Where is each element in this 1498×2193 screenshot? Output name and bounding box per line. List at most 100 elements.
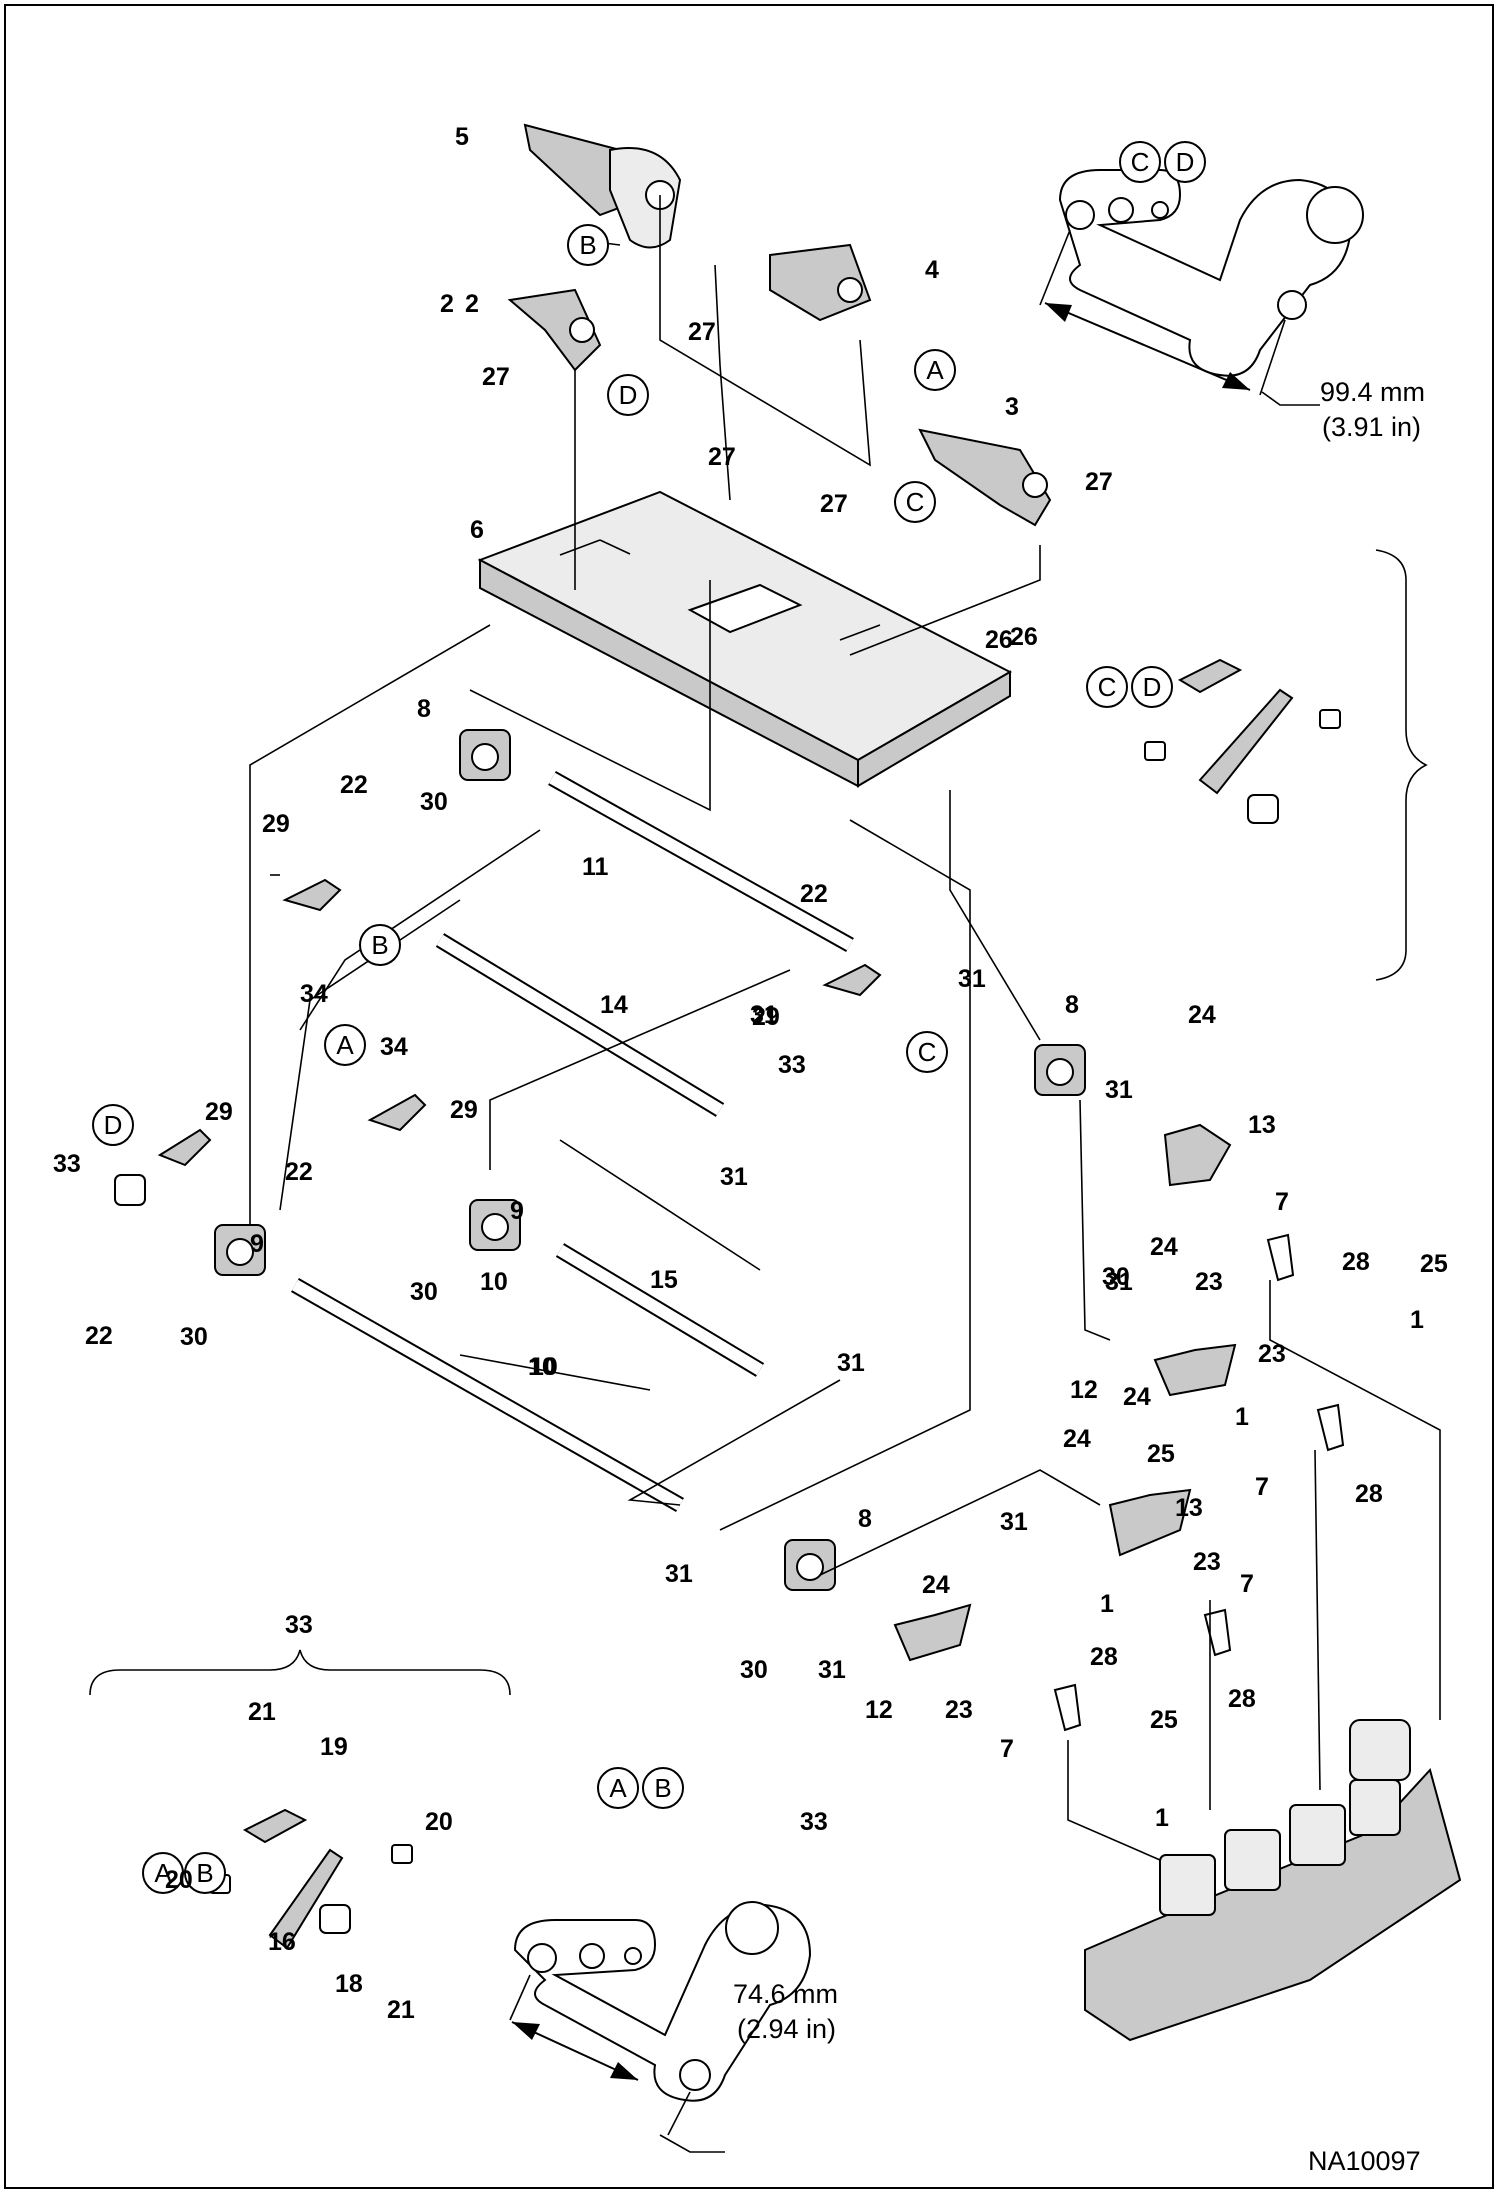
ref-circle-C xyxy=(894,481,936,523)
pedal-3 xyxy=(918,428,1052,527)
callout-27: 27 xyxy=(688,318,716,346)
detail-33-lever xyxy=(509,1901,812,2153)
callout-22: 22 xyxy=(285,1158,313,1186)
callout-29: 29 xyxy=(450,1096,478,1124)
callout-10: 10 xyxy=(530,1353,558,1381)
mounting-plate xyxy=(477,490,1013,788)
callout-22: 22 xyxy=(800,880,828,908)
callout-22: 22 xyxy=(340,771,368,799)
callout-24: 24 xyxy=(922,1571,950,1599)
callout-2: 2 xyxy=(440,290,454,318)
callout-27: 27 xyxy=(482,363,510,391)
callout-30: 30 xyxy=(180,1323,208,1351)
callout-25: 25 xyxy=(1150,1706,1178,1734)
pedal-2 xyxy=(507,288,602,372)
ref-letter-A: A xyxy=(154,1858,172,1888)
callout-21: 21 xyxy=(248,1698,276,1726)
callout-8: 8 xyxy=(858,1505,872,1533)
callout-4: 4 xyxy=(925,256,939,284)
ref-circle-A xyxy=(324,1024,366,1066)
ref-letter-D: D xyxy=(1176,147,1195,177)
ref-letter-B: B xyxy=(196,1858,213,1888)
ref-circle-C xyxy=(906,1031,948,1073)
callout-26: 26 xyxy=(1010,623,1038,651)
ref-circle-B xyxy=(642,1767,684,1809)
callout-33: 33 xyxy=(800,1808,828,1836)
callout-15: 15 xyxy=(650,1266,678,1294)
ref-letter-A: A xyxy=(926,355,944,385)
callout-10: 10 xyxy=(480,1268,508,1296)
ref-letter-C: C xyxy=(918,1037,937,1067)
pedal-4 xyxy=(769,243,872,322)
callout-9: 9 xyxy=(510,1197,524,1225)
callout-31: 31 xyxy=(750,1001,778,1029)
ref-circle-D xyxy=(607,374,649,416)
callout-20: 20 xyxy=(425,1808,453,1836)
callout-31: 31 xyxy=(720,1163,748,1191)
ref-circle-C xyxy=(1086,666,1128,708)
callout-9: 9 xyxy=(250,1230,264,1258)
callout-7: 7 xyxy=(1275,1188,1289,1216)
callout-2: 2 xyxy=(465,290,479,318)
callout-34: 34 xyxy=(380,1033,408,1061)
callout-28: 28 xyxy=(1355,1480,1383,1508)
callout-19: 19 xyxy=(320,1733,348,1761)
ref-letter-B: B xyxy=(654,1773,671,1803)
callout-1: 1 xyxy=(1155,1804,1169,1832)
callout-30: 30 xyxy=(1102,1263,1130,1291)
callout-7: 7 xyxy=(1255,1473,1269,1501)
ref-letter-D: D xyxy=(619,380,638,410)
callout-31: 31 xyxy=(958,965,986,993)
callout-labels: 5422727627262726232782230112934223129331… xyxy=(53,123,1448,2024)
callout-3: 3 xyxy=(1005,393,1019,421)
dimension-33-imperial: (2.94 in) xyxy=(737,2014,836,2044)
diagram-id: NA10097 xyxy=(1308,2146,1421,2176)
ref-letter-D: D xyxy=(104,1110,123,1140)
leader-lines xyxy=(249,195,1441,1861)
callout-8: 8 xyxy=(417,695,431,723)
callout-23: 23 xyxy=(1258,1340,1286,1368)
callout-33: 33 xyxy=(778,1051,806,1079)
ref-letter-D: D xyxy=(1143,672,1162,702)
callout-16: 16 xyxy=(268,1928,296,1956)
callout-7: 7 xyxy=(1240,1570,1254,1598)
callout-20: 20 xyxy=(165,1866,193,1894)
ref-circle-A xyxy=(914,349,956,391)
callout-28: 28 xyxy=(1228,1685,1256,1713)
lever-arms xyxy=(893,1123,1345,1732)
callout-1: 1 xyxy=(1410,1306,1424,1334)
valve-block xyxy=(1084,1719,1462,2042)
callout-24: 24 xyxy=(1123,1383,1151,1411)
callout-24: 24 xyxy=(1188,1001,1216,1029)
callout-26: 26 xyxy=(985,626,1013,654)
callout-30: 30 xyxy=(410,1278,438,1306)
dimension-34-imperial: (3.91 in) xyxy=(1322,412,1421,442)
ref-circle-D xyxy=(1131,666,1173,708)
callout-24: 24 xyxy=(1150,1233,1178,1261)
detail-34-lever xyxy=(1039,169,1364,406)
dimension-33-metric: 74.6 mm xyxy=(733,1979,838,2009)
shafts xyxy=(291,771,854,1512)
callout-31: 31 xyxy=(1000,1508,1028,1536)
ref-circle-D xyxy=(1164,141,1206,183)
dimension-34-metric: 99.4 mm xyxy=(1320,377,1425,407)
ref-letter-B: B xyxy=(579,230,596,260)
ref-circle-A xyxy=(597,1767,639,1809)
callout-6: 6 xyxy=(470,516,484,544)
callout-23: 23 xyxy=(945,1696,973,1724)
ref-circle-B xyxy=(184,1852,226,1894)
assembly-34-exploded xyxy=(1144,549,1428,981)
callout-14: 14 xyxy=(600,991,628,1019)
pedal-5 xyxy=(523,123,682,249)
callout-31: 31 xyxy=(1105,1076,1133,1104)
callout-34: 34 xyxy=(300,980,328,1008)
callout-23: 23 xyxy=(1195,1268,1223,1296)
ref-circle-A xyxy=(142,1852,184,1894)
callout-18: 18 xyxy=(335,1970,363,1998)
callout-1: 1 xyxy=(1100,1590,1114,1618)
callout-28: 28 xyxy=(1342,1248,1370,1276)
callout-8: 8 xyxy=(1065,991,1079,1019)
callout-30: 30 xyxy=(740,1656,768,1684)
callout-7: 7 xyxy=(1000,1735,1014,1763)
